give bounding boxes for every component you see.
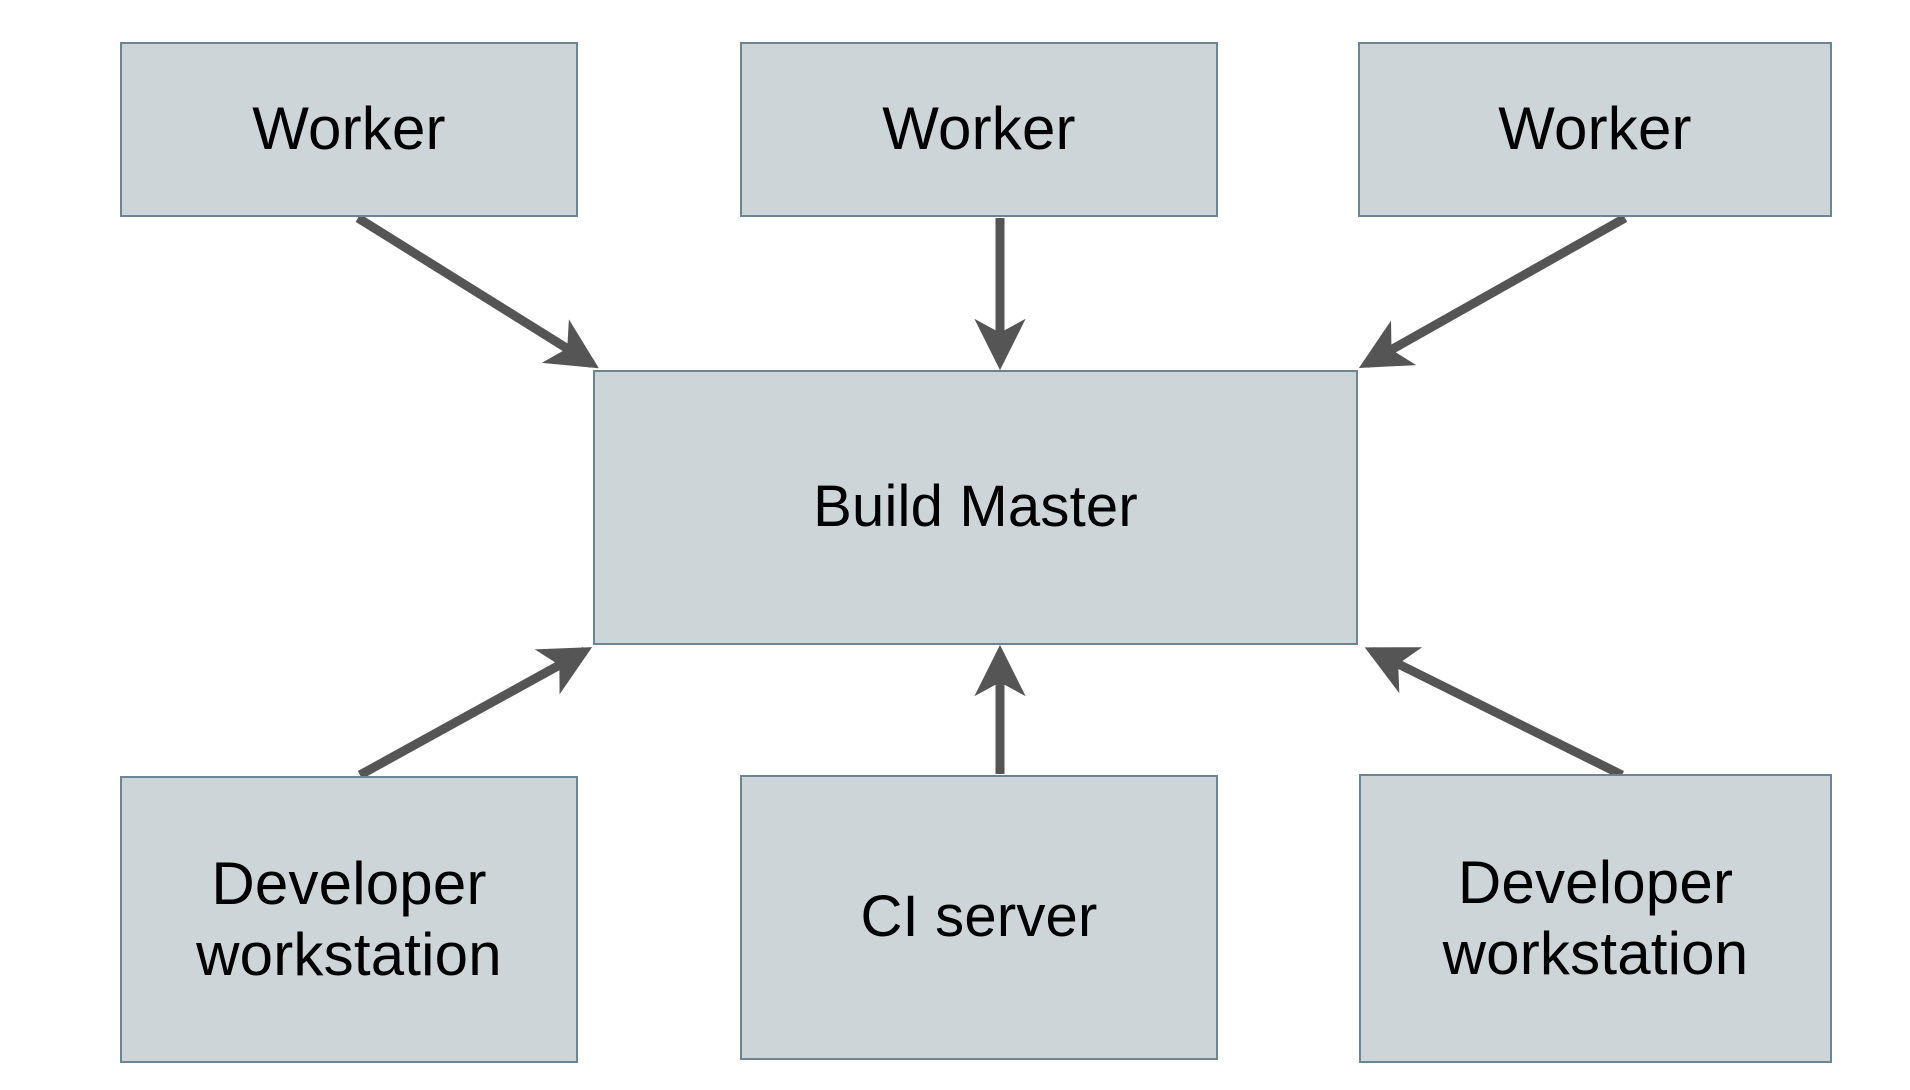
node-dev-workstation-right-label: Developer workstation [1442, 848, 1749, 987]
node-build-master-label: Build Master [813, 474, 1138, 540]
node-worker-2[interactable]: Worker [740, 42, 1218, 217]
node-worker-1-label: Worker [252, 95, 446, 163]
node-worker-2-label: Worker [882, 95, 1076, 163]
node-worker-3[interactable]: Worker [1358, 42, 1832, 217]
node-dev-workstation-right[interactable]: Developer workstation [1359, 774, 1832, 1063]
node-dev-workstation-left-label: Developer workstation [196, 849, 502, 988]
node-build-master[interactable]: Build Master [593, 370, 1358, 645]
edge-worker-3-to-build-master [1358, 214, 1628, 368]
edge-dev-workstation-left-to-build-master [357, 647, 593, 779]
edge-worker-1-to-build-master [355, 214, 599, 369]
edge-dev-workstation-right-to-build-master [1364, 646, 1624, 780]
node-worker-1[interactable]: Worker [120, 42, 578, 217]
node-ci-server-label: CI server [860, 884, 1098, 950]
node-dev-workstation-left[interactable]: Developer workstation [120, 776, 578, 1063]
node-worker-3-label: Worker [1498, 95, 1692, 163]
node-ci-server[interactable]: CI server [740, 775, 1218, 1060]
